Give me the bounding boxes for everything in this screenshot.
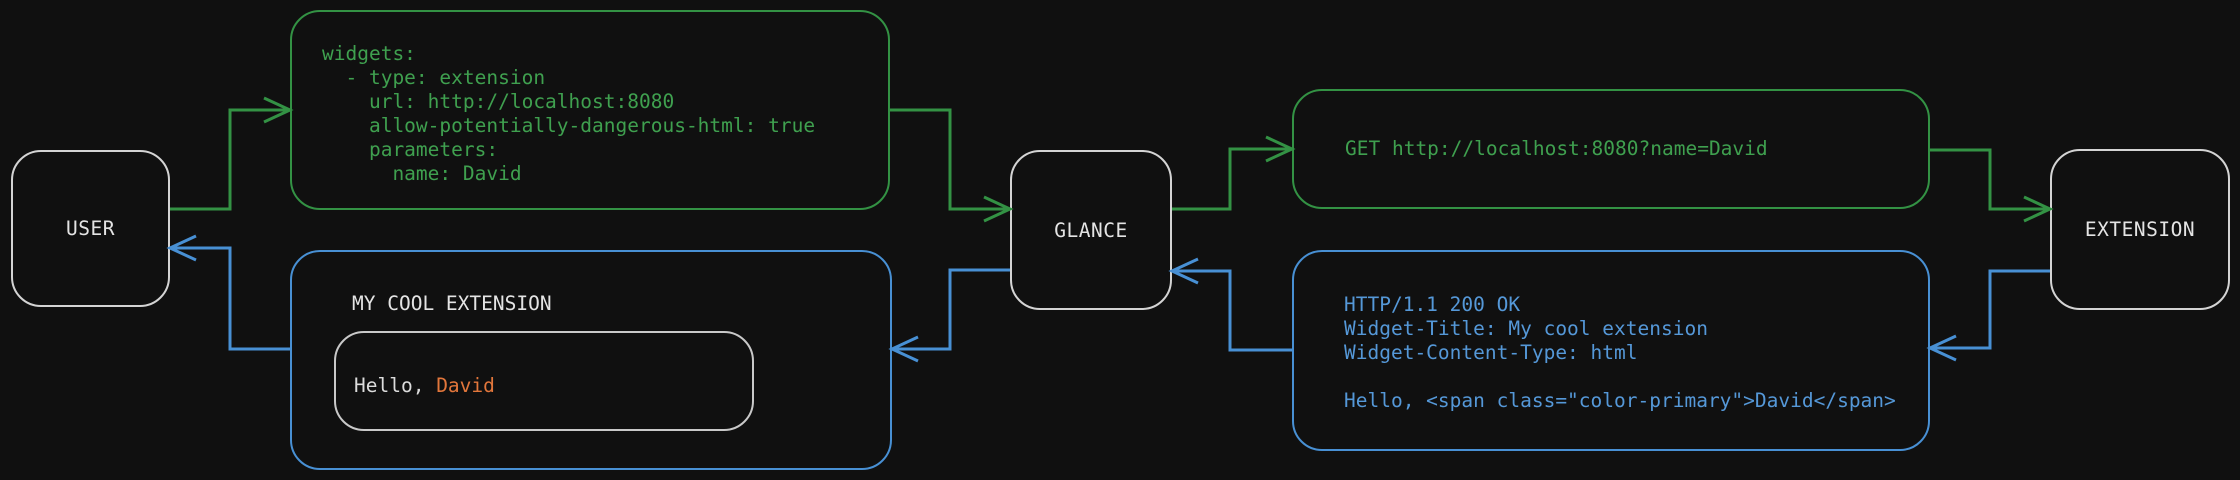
arrow-shaft [1172, 147, 1292, 211]
yaml-line: - type: extension [322, 66, 546, 89]
arrow-shaft [170, 246, 290, 351]
user-node-label: USER [66, 217, 115, 240]
arrow-glance-to-request [1172, 135, 1296, 211]
arrow-shaft [892, 268, 1010, 351]
arrow-head-right-icon [263, 96, 294, 124]
arrow-user-to-config [170, 96, 294, 211]
yaml-line: widgets: [322, 42, 416, 65]
extension-node: EXTENSION [2050, 149, 2230, 310]
http-response-line: Hello, <span class="color-primary">David… [1344, 389, 1896, 412]
arrow-shaft [890, 108, 1010, 211]
arrow-glance-to-widget [888, 268, 1010, 363]
yaml-line: parameters: [322, 138, 499, 161]
rendered-widget-box: MY COOL EXTENSION Hello, David [290, 250, 892, 470]
arrow-response-to-glance [1168, 257, 1292, 352]
http-request-line: GET http://localhost:8080?name=David [1345, 137, 1768, 160]
yaml-line: allow-potentially-dangerous-html: true [322, 114, 816, 137]
arrow-extension-to-response [1926, 269, 2050, 362]
arrow-head-left-icon [166, 234, 197, 262]
arrow-head-left-icon [1926, 334, 1957, 362]
arrow-head-left-icon [888, 335, 919, 363]
user-node: USER [11, 150, 170, 307]
http-response-line: Widget-Title: My cool extension [1344, 317, 1708, 340]
http-response-line [1344, 365, 1928, 389]
yaml-line: url: http://localhost:8080 [322, 90, 675, 113]
arrow-shaft [1930, 269, 2050, 350]
arrow-shaft [1930, 148, 2050, 211]
widget-greeting-box: Hello, David [334, 331, 754, 431]
arrow-head-right-icon [2023, 195, 2054, 223]
widget-title: MY COOL EXTENSION [352, 292, 552, 315]
http-response-line: Widget-Content-Type: html [1344, 341, 1638, 364]
arrow-head-left-icon [1168, 257, 1199, 285]
arrow-request-to-extension [1930, 148, 2054, 223]
http-response-box: HTTP/1.1 200 OK Widget-Title: My cool ex… [1292, 250, 1930, 451]
arrow-shaft [1172, 269, 1292, 352]
glance-node: GLANCE [1010, 150, 1172, 310]
arrow-config-to-glance [890, 108, 1014, 223]
greeting-prefix: Hello, [354, 373, 437, 397]
greeting-name: David [436, 373, 495, 397]
yaml-config-box: widgets: - type: extension url: http://l… [290, 10, 890, 210]
arrow-head-right-icon [1265, 135, 1296, 163]
glance-node-label: GLANCE [1054, 218, 1128, 242]
http-response-line: HTTP/1.1 200 OK [1344, 293, 1521, 316]
yaml-line: name: David [322, 162, 522, 185]
arrow-widget-to-user [166, 234, 290, 351]
arrow-shaft [170, 108, 290, 211]
arrow-head-right-icon [983, 195, 1014, 223]
http-request-box: GET http://localhost:8080?name=David [1292, 89, 1930, 209]
extension-node-label: EXTENSION [2084, 218, 2196, 241]
